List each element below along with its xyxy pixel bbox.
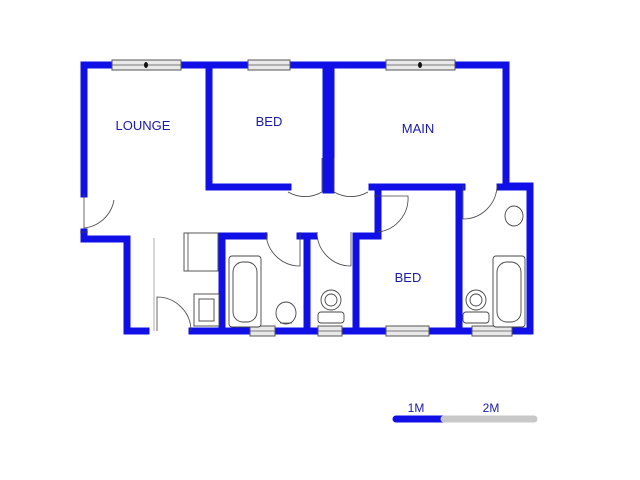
ensuite-window xyxy=(471,325,513,337)
room-label-lounge: LOUNGE xyxy=(116,118,171,133)
bed1-door xyxy=(287,158,323,197)
basin-fixture xyxy=(275,301,297,325)
bath-window xyxy=(249,325,276,337)
windows xyxy=(111,59,513,337)
walls xyxy=(80,61,534,335)
toilet-window xyxy=(317,325,343,337)
ensuite-basin-fixture xyxy=(504,205,524,227)
lounge-left-lower-wall xyxy=(80,228,150,335)
main-door xyxy=(333,158,369,197)
bed2-door xyxy=(374,195,409,233)
fixtures xyxy=(183,205,526,328)
bed1-window xyxy=(247,59,291,71)
scale-bar: 1M 2M xyxy=(392,401,538,423)
entrance-door xyxy=(83,194,115,229)
scale-label-1m: 1M xyxy=(408,401,425,415)
bed1-right-wall xyxy=(205,61,292,191)
room-label-bed1: BED xyxy=(256,114,283,129)
ensuite-door xyxy=(462,184,498,220)
scale-label-2m: 2M xyxy=(483,401,500,415)
cupboard-fixture xyxy=(183,232,219,272)
bathroom-door xyxy=(265,231,301,267)
bathroom-left-wall xyxy=(218,232,268,335)
room-labels: LOUNGE BED MAIN BED xyxy=(116,114,435,285)
room-label-bed2: BED xyxy=(395,270,422,285)
doors xyxy=(80,158,498,332)
main-window xyxy=(385,59,456,71)
kitchen-door xyxy=(156,296,192,332)
bed2-window xyxy=(385,325,430,337)
room-label-main: MAIN xyxy=(402,121,435,136)
lounge-window xyxy=(111,59,182,71)
toilet-door xyxy=(316,231,352,267)
